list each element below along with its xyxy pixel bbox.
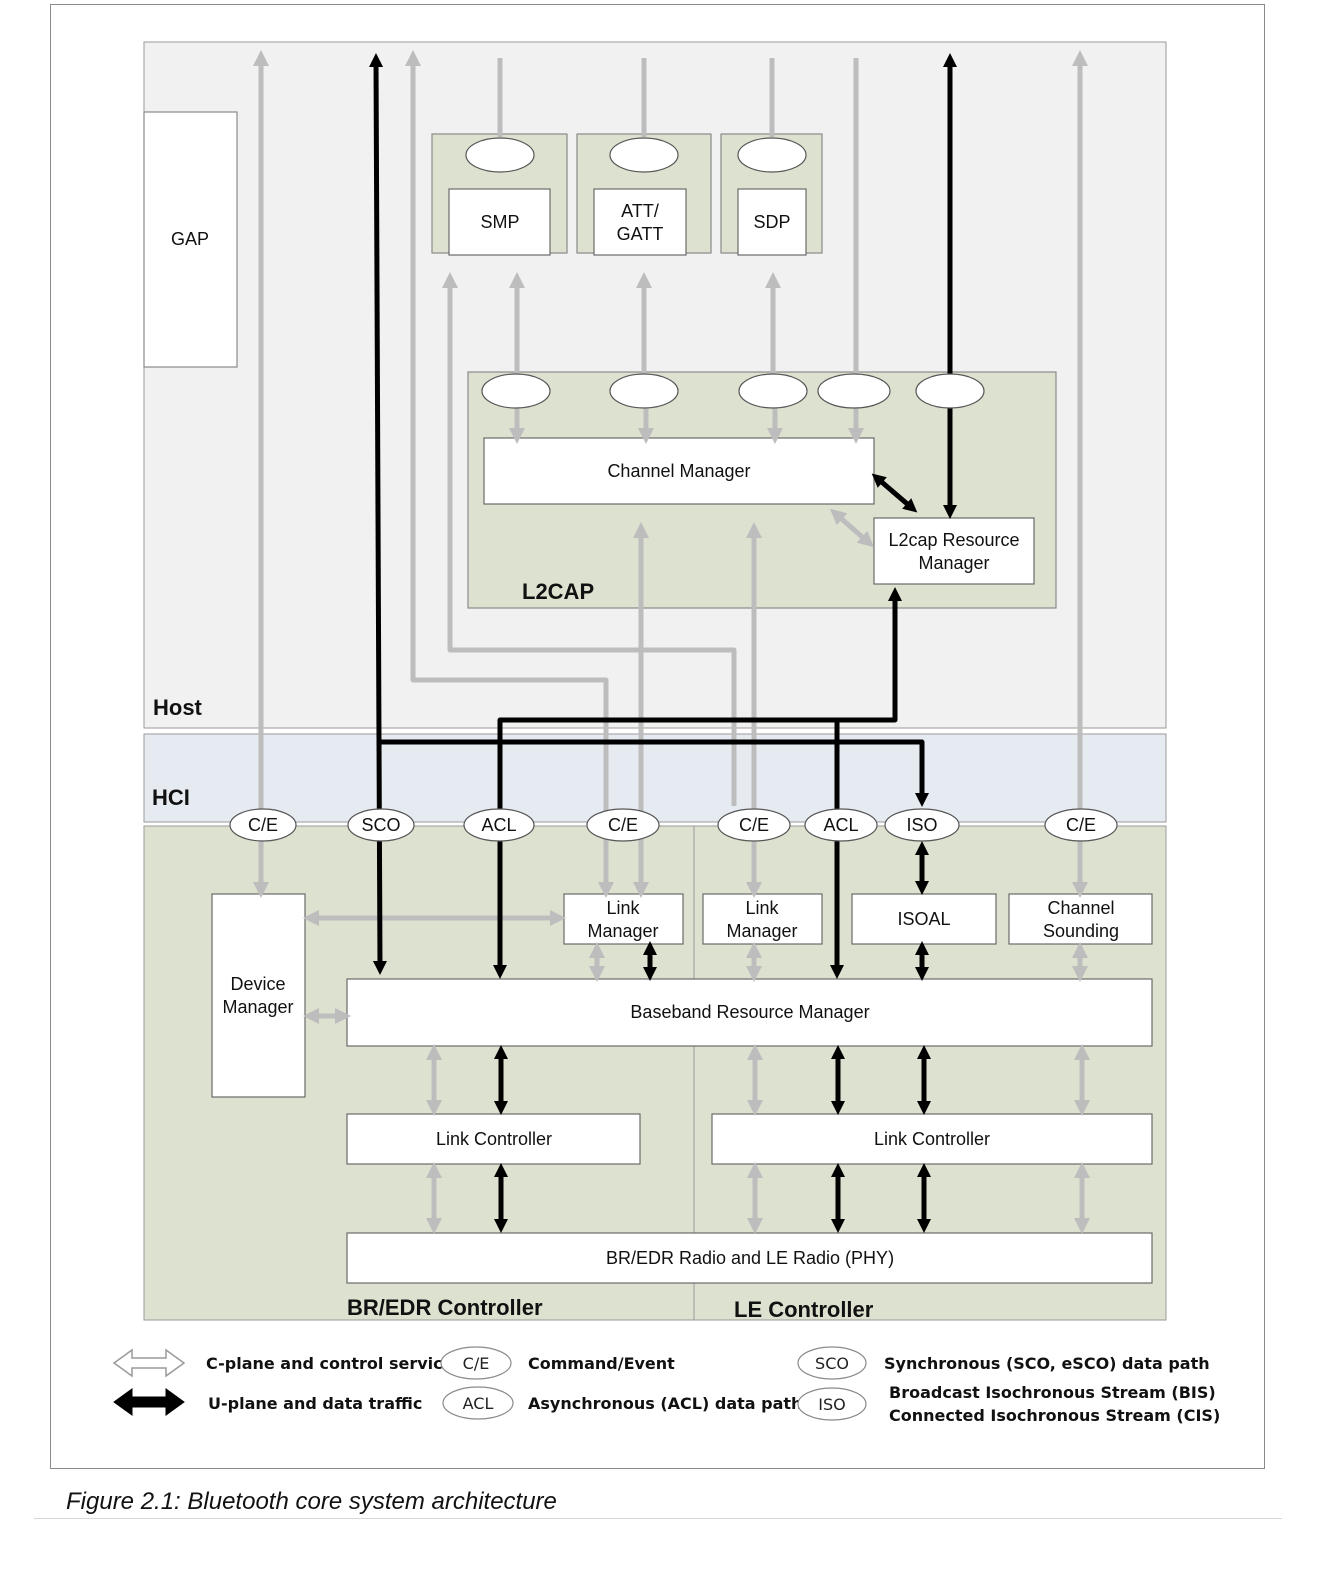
hci-port-label: C/E (608, 815, 638, 835)
legend-sco-desc: Synchronous (SCO, eSCO) data path (884, 1354, 1210, 1373)
hci-region (143, 733, 1167, 823)
hci-port-label: SCO (361, 815, 400, 835)
le-link-controller-box (711, 1113, 1153, 1165)
legend-c-plane-label: C-plane and control services (206, 1354, 463, 1373)
legend-sco-tag: SCO (815, 1354, 849, 1373)
smp-label: SMP (480, 212, 519, 232)
legend-ce-tag: C/E (463, 1354, 490, 1373)
legend-u-plane-arrow-icon (113, 1388, 185, 1416)
resource-manager-label-line1: L2cap Resource (888, 530, 1019, 550)
hci-port-oval (463, 808, 535, 842)
legend-u-plane-label: U-plane and data traffic (208, 1394, 422, 1413)
hci-port-label: C/E (739, 815, 769, 835)
hci-port-label: ACL (481, 815, 516, 835)
hci-port-oval (1044, 808, 1118, 842)
figure-caption: Figure 2.1: Bluetooth core system archit… (66, 1488, 557, 1515)
legend-acl-oval (442, 1386, 514, 1420)
hci-port-label: ISO (906, 815, 937, 835)
legend-iso-desc-line1: Broadcast Isochronous Stream (BIS) (889, 1383, 1216, 1402)
hci-port-oval (347, 808, 415, 842)
br-link-controller-label: Link Controller (436, 1129, 552, 1149)
br-link-manager-label-line2: Manager (587, 921, 658, 941)
le-controller-label: LE Controller (734, 1297, 874, 1322)
sdp-port-oval (737, 137, 807, 173)
l2cap-port-oval (817, 373, 891, 409)
smp-port-oval (465, 137, 535, 173)
channel-sounding-box (1008, 893, 1153, 945)
sdp-label: SDP (753, 212, 790, 232)
att-gatt-label-line2: GATT (617, 224, 664, 244)
legend-acl-tag: ACL (463, 1394, 494, 1413)
att-gatt-box (593, 188, 687, 256)
hci-port-oval (229, 808, 297, 842)
br-link-manager-label-line1: Link (606, 898, 640, 918)
resource-manager-label-line2: Manager (918, 553, 989, 573)
hci-port-oval (717, 808, 791, 842)
hci-port-labels: C/E SCO ACL C/E C/E ACL ISO C/E (248, 815, 1096, 835)
channel-sounding-label-line1: Channel (1047, 898, 1114, 918)
hci-port-oval (804, 808, 878, 842)
le-link-controller-label: Link Controller (874, 1129, 990, 1149)
l2cap-resource-manager-box (873, 517, 1035, 585)
att-port-oval (609, 137, 679, 173)
legend: C-plane and control services U-plane and… (112, 1346, 1220, 1425)
gap-box (143, 111, 238, 368)
hci-port-oval (586, 808, 660, 842)
legend-iso-oval (797, 1387, 867, 1421)
device-manager-label-line1: Device (230, 974, 285, 994)
legend-iso-tag: ISO (818, 1395, 845, 1414)
legend-sco-oval (797, 1346, 867, 1380)
l2cap-port-oval (609, 373, 679, 409)
l2cap-label: L2CAP (522, 579, 594, 604)
caption-divider (34, 1518, 1282, 1519)
legend-acl-desc: Asynchronous (ACL) data path (528, 1394, 802, 1413)
hci-port-label: C/E (248, 815, 278, 835)
isoal-label: ISOAL (897, 909, 950, 929)
host-label: Host (153, 695, 203, 720)
figure-frame (50, 4, 1265, 1469)
hci-port-oval (884, 808, 960, 842)
l2cap-port-oval (481, 373, 551, 409)
baseband-resource-manager-box (346, 978, 1153, 1047)
device-manager-box (211, 893, 306, 1098)
le-link-manager-label-line1: Link (745, 898, 779, 918)
legend-iso-desc-line2: Connected Isochronous Stream (CIS) (889, 1406, 1220, 1425)
hci-port-label: C/E (1066, 815, 1096, 835)
legend-ce-desc: Command/Event (528, 1354, 675, 1373)
radio-label: BR/EDR Radio and LE Radio (PHY) (606, 1248, 894, 1268)
br-edr-controller-label: BR/EDR Controller (347, 1295, 543, 1320)
legend-c-plane-arrow-icon (112, 1348, 186, 1378)
hci-label: HCI (152, 785, 190, 810)
sdp-box (737, 188, 807, 256)
br-link-controller-box (346, 1113, 641, 1165)
baseband-resource-manager-label: Baseband Resource Manager (630, 1002, 869, 1022)
att-gatt-label-line1: ATT/ (621, 201, 659, 221)
channel-sounding-label-line2: Sounding (1043, 921, 1119, 941)
user-plane-lines (369, 53, 957, 1233)
device-manager-label-line2: Manager (222, 997, 293, 1017)
l2cap-port-oval (738, 373, 808, 409)
hci-port-label: ACL (823, 815, 858, 835)
gap-label: GAP (171, 229, 209, 249)
hci-ports (229, 808, 1118, 842)
channel-manager-label: Channel Manager (607, 461, 750, 481)
l2cap-port-oval (915, 373, 985, 409)
le-link-manager-label-line2: Manager (726, 921, 797, 941)
radio-box (346, 1232, 1153, 1284)
legend-ce-oval (440, 1346, 512, 1380)
